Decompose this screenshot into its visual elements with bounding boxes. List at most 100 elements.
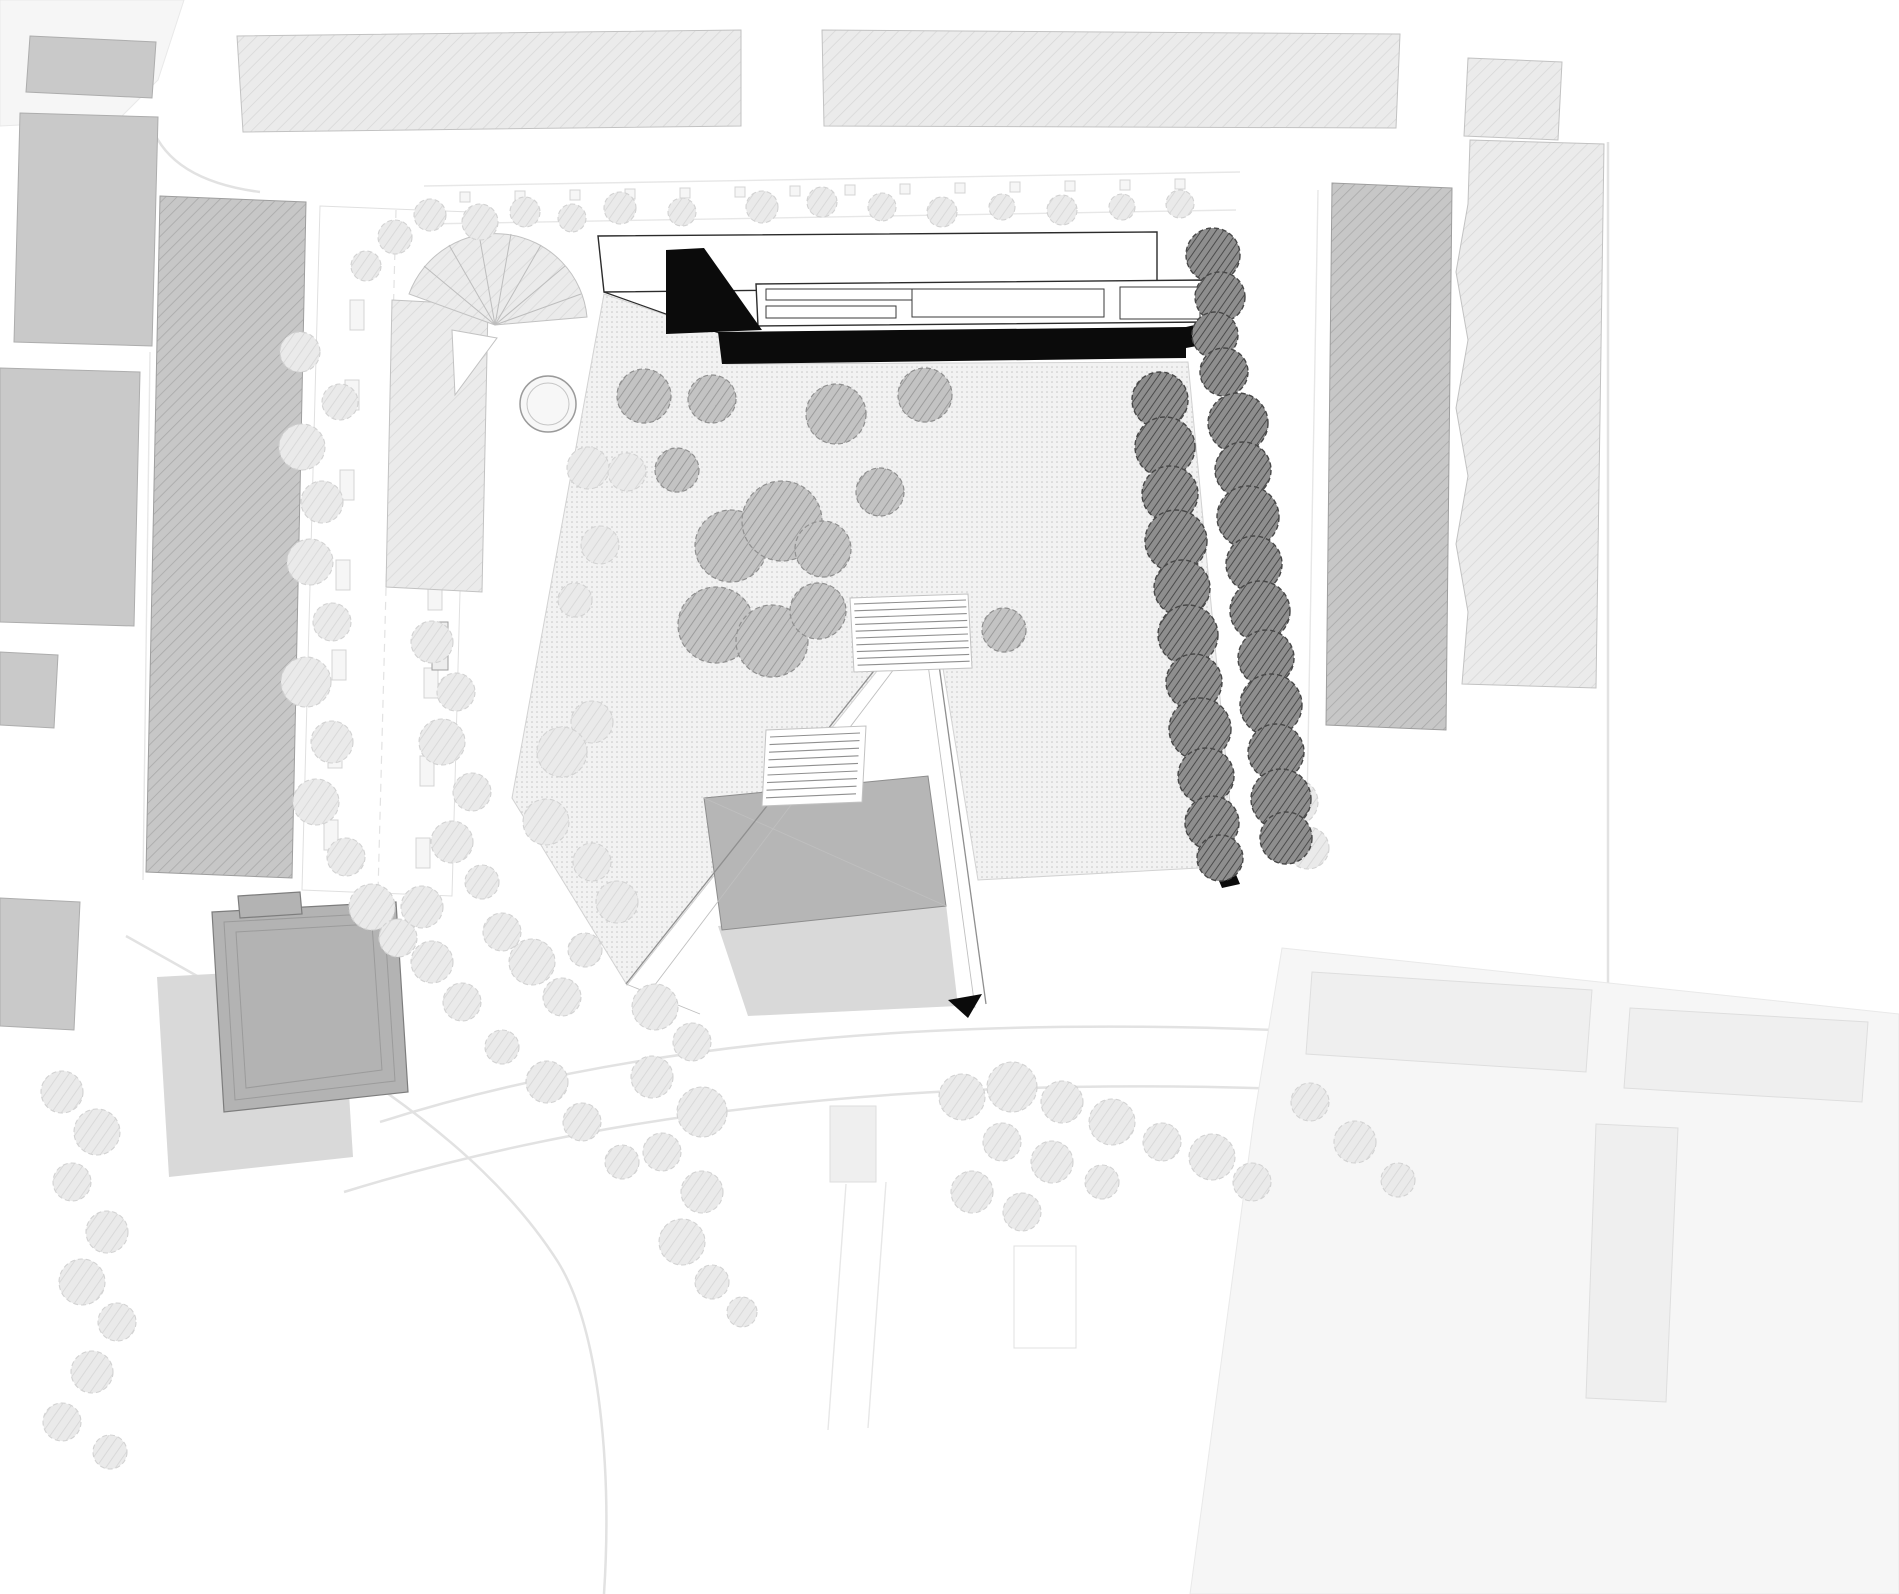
fan-building-shape (526, 382, 570, 426)
lower-left-building (157, 891, 409, 1177)
tree (1157, 604, 1219, 666)
tree (1232, 1162, 1272, 1202)
tree (1165, 189, 1195, 219)
tree (536, 726, 588, 778)
stair-flight-upper (855, 633, 969, 639)
ramp-structure-shape (703, 797, 947, 907)
stair-flight-lower (769, 740, 860, 746)
tree (562, 1102, 602, 1142)
stair-flight-lower (769, 732, 861, 738)
ground-shape (899, 183, 911, 195)
tree (508, 938, 556, 986)
tree (1084, 1164, 1120, 1200)
zigzag-block-east (1455, 139, 1605, 689)
tree (567, 932, 603, 968)
context-buildings (25, 29, 1605, 689)
tree (1259, 811, 1313, 865)
ground-shape (569, 189, 581, 201)
tree (350, 250, 382, 282)
facade-band (718, 327, 1186, 364)
left-buildings-shape (13, 112, 159, 347)
tree (672, 1022, 712, 1062)
tree (410, 940, 454, 984)
ground-shape (1119, 179, 1131, 191)
parking-strip-shape (331, 649, 347, 681)
tree (667, 197, 697, 227)
ground-shape (829, 1105, 877, 1183)
ground-shape (1305, 971, 1593, 1073)
tree (1108, 193, 1136, 221)
tree (413, 198, 447, 232)
lower-left-building-shape (237, 891, 303, 919)
fan-building-shape (448, 244, 496, 326)
fan-building-shape (423, 265, 496, 326)
tree (897, 367, 953, 423)
tree (40, 1070, 84, 1114)
ground-shape (679, 187, 691, 199)
tree (452, 772, 492, 812)
tree (1188, 1133, 1236, 1181)
tree (557, 582, 593, 618)
tree (1194, 271, 1246, 323)
tree (805, 383, 867, 445)
tree (1333, 1120, 1377, 1164)
stair-flight-lower (765, 793, 857, 799)
tree (58, 1258, 106, 1306)
tree (680, 1170, 724, 1214)
tree (300, 480, 344, 524)
tree (410, 620, 454, 664)
tree (981, 607, 1027, 653)
tree (52, 1162, 92, 1202)
round-element (519, 375, 577, 433)
stair-flight-upper (854, 613, 967, 619)
stair-flight-upper (857, 653, 970, 659)
tree (442, 982, 482, 1022)
tree (73, 1108, 121, 1156)
tree (855, 467, 905, 517)
slab-east (1325, 182, 1453, 731)
ground-shape (1305, 189, 1319, 863)
fan-building-shape (494, 293, 582, 326)
ground-shape (1064, 180, 1076, 192)
tree (436, 672, 476, 712)
tree (982, 1122, 1022, 1162)
tree (950, 1170, 994, 1214)
tree (542, 977, 582, 1017)
tree (482, 912, 522, 952)
tree (572, 842, 612, 882)
tree (278, 423, 326, 471)
left-buildings-shape (0, 367, 141, 627)
tree (1229, 580, 1291, 642)
tree (418, 718, 466, 766)
tree (694, 1264, 730, 1300)
parking-strip-shape (349, 299, 365, 331)
stair-flight-lower (768, 747, 860, 753)
ground-shape (1585, 1123, 1679, 1403)
long-slab-west (145, 195, 307, 879)
stair-flight-upper (856, 647, 969, 653)
ground-shape (423, 171, 1241, 187)
fan-building-shape (494, 244, 542, 326)
context-buildings-shape (25, 35, 157, 99)
tree (642, 1132, 682, 1172)
tree (509, 196, 541, 228)
rowhouse-block-north-west (236, 29, 742, 133)
tree (687, 374, 737, 424)
tree (377, 219, 413, 255)
ground-shape (867, 1181, 887, 1429)
parking-strip-shape (415, 837, 431, 869)
tree (400, 885, 444, 929)
stair-flight-upper (856, 640, 969, 646)
left-buildings (0, 112, 1453, 1031)
tree (1380, 1162, 1416, 1198)
tree (310, 720, 354, 764)
tree (292, 778, 340, 826)
left-buildings-shape (0, 651, 59, 729)
left-buildings-shape (0, 897, 81, 1031)
tree (630, 1055, 674, 1099)
fan-building-shape (478, 233, 496, 326)
trees-medium (616, 367, 1027, 678)
tree (484, 1029, 520, 1065)
ramp-structure-shape (761, 725, 867, 807)
ground-shape (789, 185, 801, 197)
